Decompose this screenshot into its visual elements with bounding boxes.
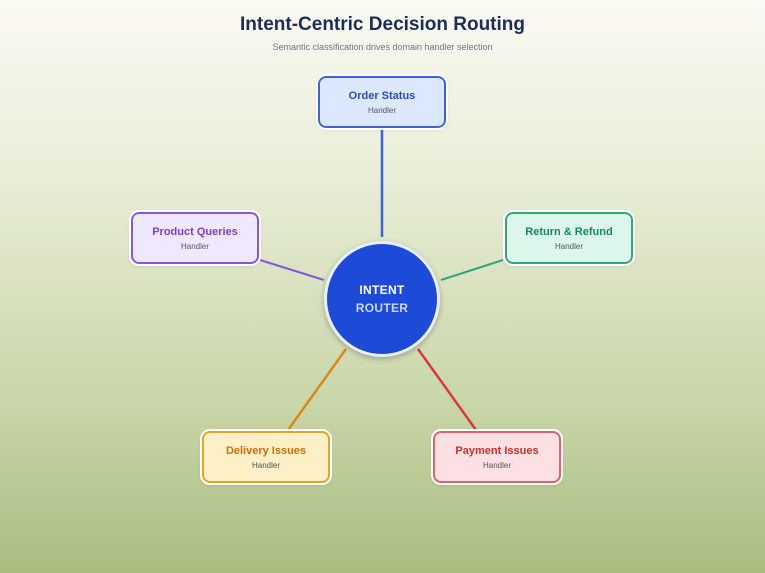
handler-sublabel: Handler <box>367 105 396 115</box>
handler-label: Delivery Issues <box>225 444 307 457</box>
connector-product-queries <box>259 259 325 281</box>
handler-node-payment-issues: Payment Issues Handler <box>431 429 563 485</box>
handler-sublabel: Handler <box>251 460 280 470</box>
intent-router-hub: INTENT ROUTER <box>324 241 440 357</box>
handler-label: Payment Issues <box>455 444 539 457</box>
handler-label: Order Status <box>348 89 416 102</box>
handler-node-product-queries: Product Queries Handler <box>129 210 261 266</box>
connector-return-refund <box>440 259 504 281</box>
handler-node-delivery-issues: Delivery Issues Handler <box>200 429 332 485</box>
handler-sublabel: Handler <box>482 460 511 470</box>
connector-delivery-issues <box>286 348 348 431</box>
connector-payment-issues <box>416 348 478 431</box>
diagram-title: Intent-Centric Decision Routing <box>240 14 525 35</box>
handler-label: Return & Refund <box>525 225 613 238</box>
handler-node-order-status: Order Status Handler <box>316 74 448 130</box>
handler-label: Product Queries <box>152 225 238 238</box>
handler-node-return-refund: Return & Refund Handler <box>503 210 635 266</box>
handler-sublabel: Handler <box>180 241 209 251</box>
hub-label-line1: INTENT <box>359 283 405 297</box>
diagram-subtitle: Semantic classification drives domain ha… <box>272 42 493 52</box>
hub-label-line2: ROUTER <box>355 301 409 315</box>
handler-sublabel: Handler <box>554 241 583 251</box>
